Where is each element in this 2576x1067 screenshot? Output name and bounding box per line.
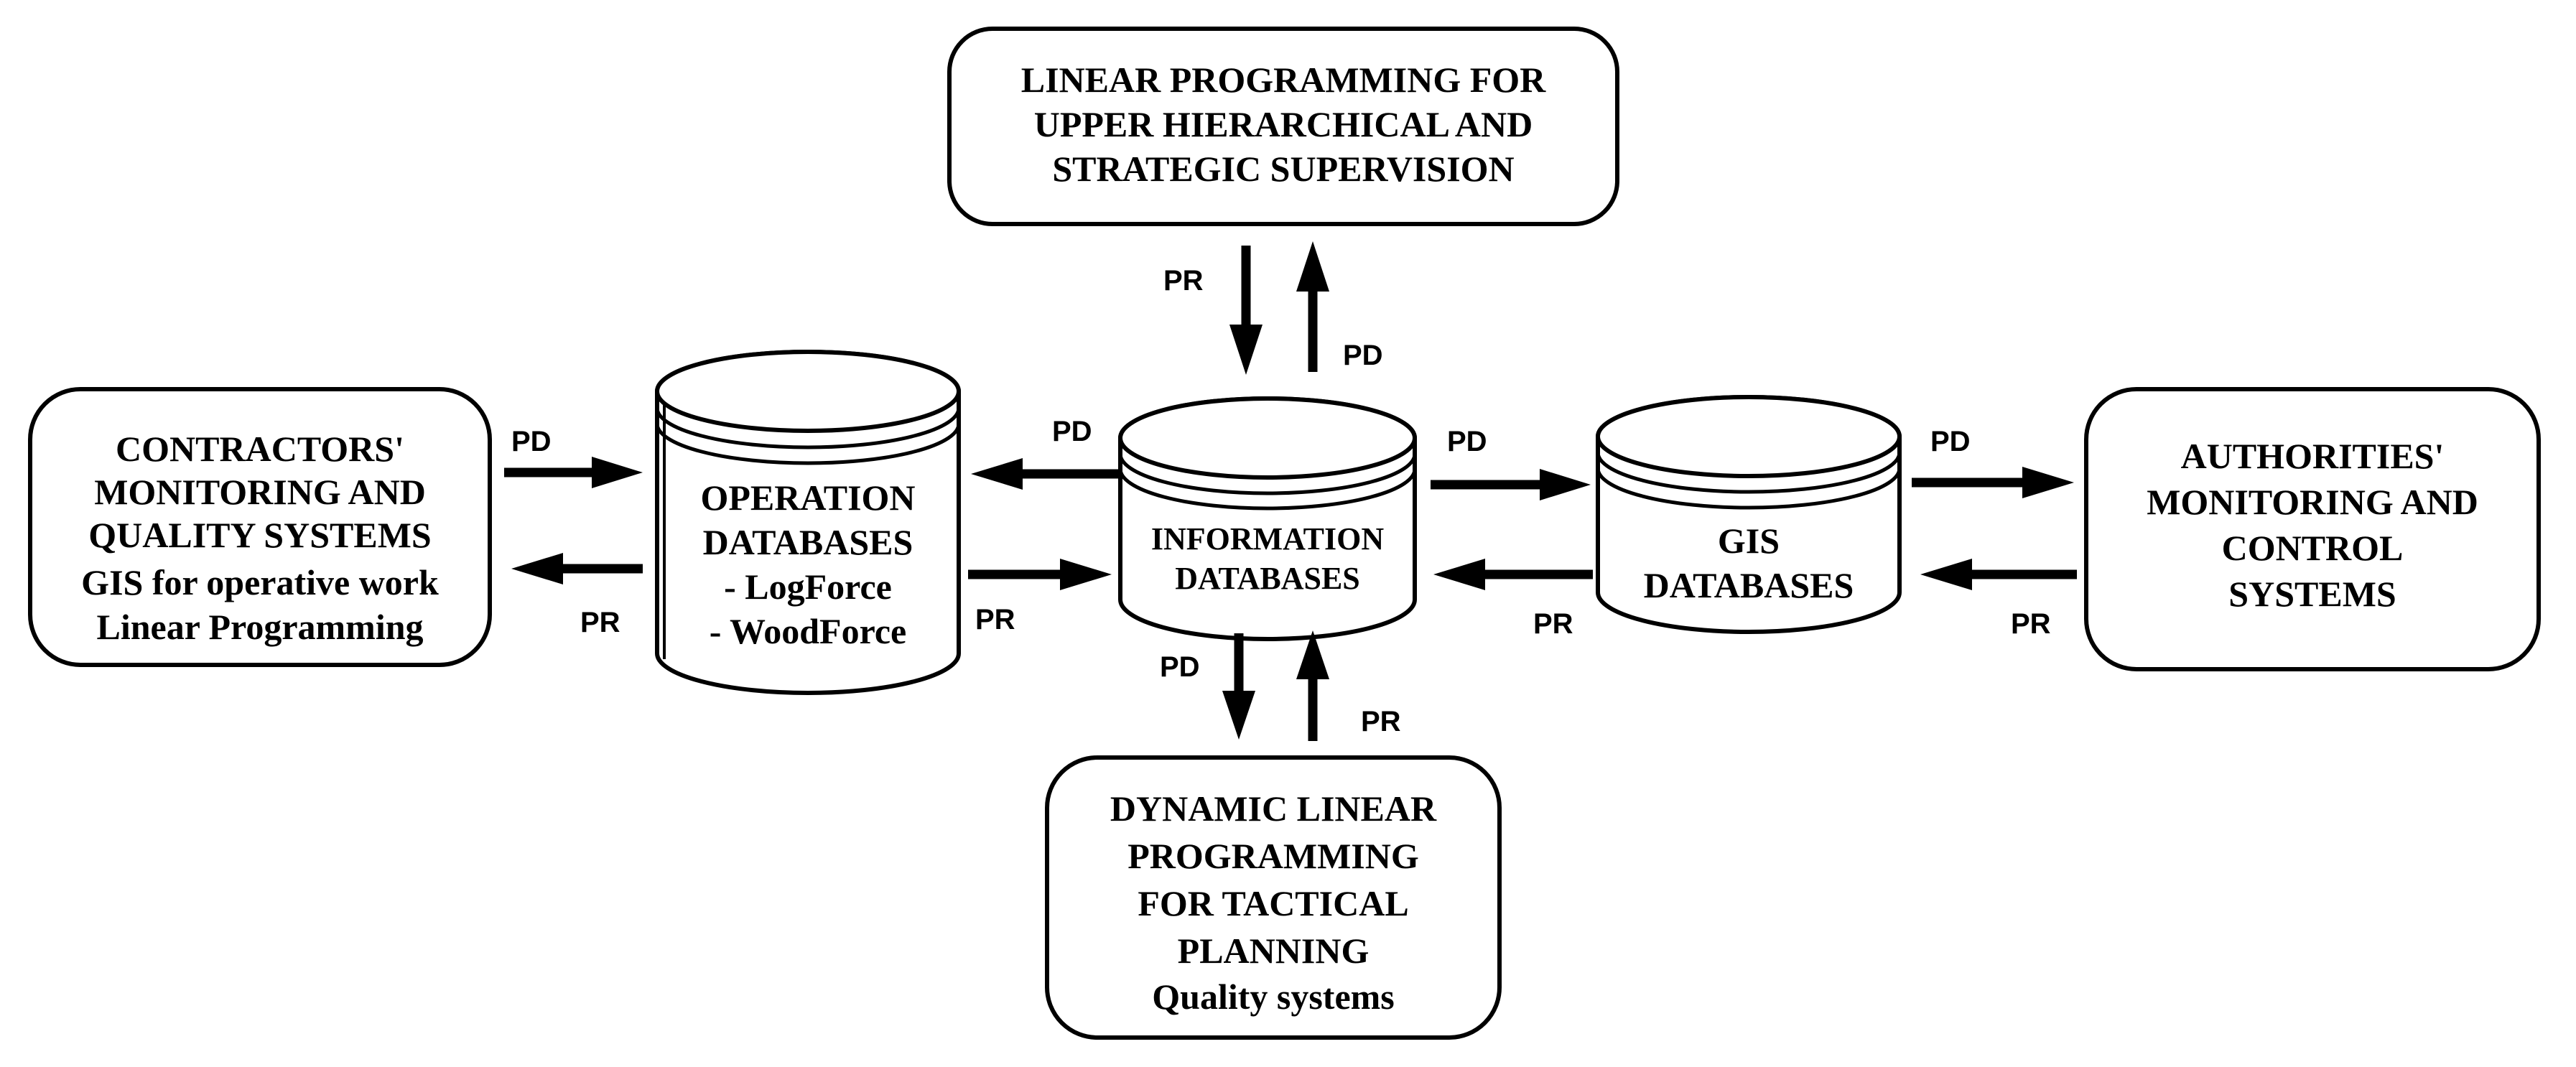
authorities-box-line-3: CONTROL bbox=[2222, 528, 2404, 568]
information-databases-cylinder: INFORMATION DATABASES bbox=[1118, 396, 1417, 641]
tactical-box-line-5: Quality systems bbox=[1152, 977, 1395, 1017]
arrow-right-to-gis bbox=[1920, 559, 2077, 590]
label-gis-to-info: PR bbox=[1533, 608, 1573, 640]
tactical-box-line-1: DYNAMIC LINEAR bbox=[1110, 788, 1437, 829]
information-db-line-2: DATABASES bbox=[1175, 561, 1360, 596]
information-db-line-1: INFORMATION bbox=[1151, 521, 1385, 556]
arrow-top-down bbox=[1229, 246, 1263, 375]
strategic-box-line-1: LINEAR PROGRAMMING FOR bbox=[1021, 60, 1546, 100]
label-bottom-down: PD bbox=[1160, 651, 1200, 683]
label-top-down: PR bbox=[1163, 265, 1204, 297]
label-left-out: PD bbox=[511, 426, 552, 457]
label-top-up: PD bbox=[1343, 340, 1383, 371]
label-info-to-operation: PD bbox=[1052, 416, 1092, 447]
arrow-operation-to-info bbox=[968, 559, 1112, 590]
arrow-gis-to-right bbox=[1912, 467, 2074, 498]
operation-db-line-2: DATABASES bbox=[703, 522, 913, 562]
arrow-top-up bbox=[1296, 241, 1329, 372]
label-bottom-up: PR bbox=[1361, 706, 1401, 737]
tactical-box-line-2: PROGRAMMING bbox=[1127, 836, 1419, 876]
label-operation-to-info: PR bbox=[975, 604, 1015, 635]
contractors-box-line-3: QUALITY SYSTEMS bbox=[88, 515, 431, 555]
gis-db-line-1: GIS bbox=[1718, 521, 1780, 561]
arrow-gis-to-info bbox=[1433, 559, 1593, 590]
strategic-supervision-box: LINEAR PROGRAMMING FOR UPPER HIERARCHICA… bbox=[947, 27, 1619, 226]
operation-db-line-1: OPERATION bbox=[700, 477, 915, 518]
contractors-monitoring-box: CONTRACTORS' MONITORING AND QUALITY SYST… bbox=[28, 387, 492, 667]
label-left-in: PR bbox=[580, 607, 620, 638]
arrow-bottom-up bbox=[1296, 630, 1329, 741]
authorities-monitoring-box: AUTHORITIES' MONITORING AND CONTROL SYST… bbox=[2084, 387, 2541, 671]
arrow-info-to-operation bbox=[971, 458, 1118, 490]
arrow-left-out bbox=[504, 457, 643, 488]
operation-databases-cylinder: OPERATION DATABASES - LogForce - WoodFor… bbox=[655, 350, 961, 695]
tactical-planning-box: DYNAMIC LINEAR PROGRAMMING FOR TACTICAL … bbox=[1045, 755, 1502, 1040]
arrow-left-in bbox=[511, 553, 643, 584]
operation-db-line-4: - WoodForce bbox=[710, 611, 907, 651]
authorities-box-line-4: SYSTEMS bbox=[2228, 574, 2396, 614]
arrow-bottom-down bbox=[1222, 633, 1255, 740]
gis-db-line-2: DATABASES bbox=[1644, 565, 1854, 605]
contractors-box-line-1: CONTRACTORS' bbox=[116, 429, 404, 469]
contractors-box-line-2: MONITORING AND bbox=[94, 472, 426, 512]
authorities-box-line-2: MONITORING AND bbox=[2147, 482, 2478, 522]
tactical-box-line-3: FOR TACTICAL bbox=[1138, 883, 1408, 923]
arrow-info-to-gis bbox=[1431, 469, 1591, 500]
label-info-to-gis: PD bbox=[1447, 426, 1487, 457]
contractors-box-line-5: Linear Programming bbox=[96, 607, 423, 647]
strategic-box-line-3: STRATEGIC SUPERVISION bbox=[1052, 149, 1514, 189]
label-right-to-gis: PR bbox=[2011, 608, 2051, 640]
gis-databases-cylinder: GIS DATABASES bbox=[1596, 395, 1902, 634]
authorities-box-line-1: AUTHORITIES' bbox=[2181, 436, 2445, 476]
tactical-box-line-4: PLANNING bbox=[1178, 931, 1370, 971]
label-gis-to-right: PD bbox=[1930, 426, 1971, 457]
operation-db-line-3: - LogForce bbox=[724, 567, 892, 607]
contractors-box-line-4: GIS for operative work bbox=[81, 562, 439, 602]
strategic-box-line-2: UPPER HIERARCHICAL AND bbox=[1034, 104, 1533, 144]
